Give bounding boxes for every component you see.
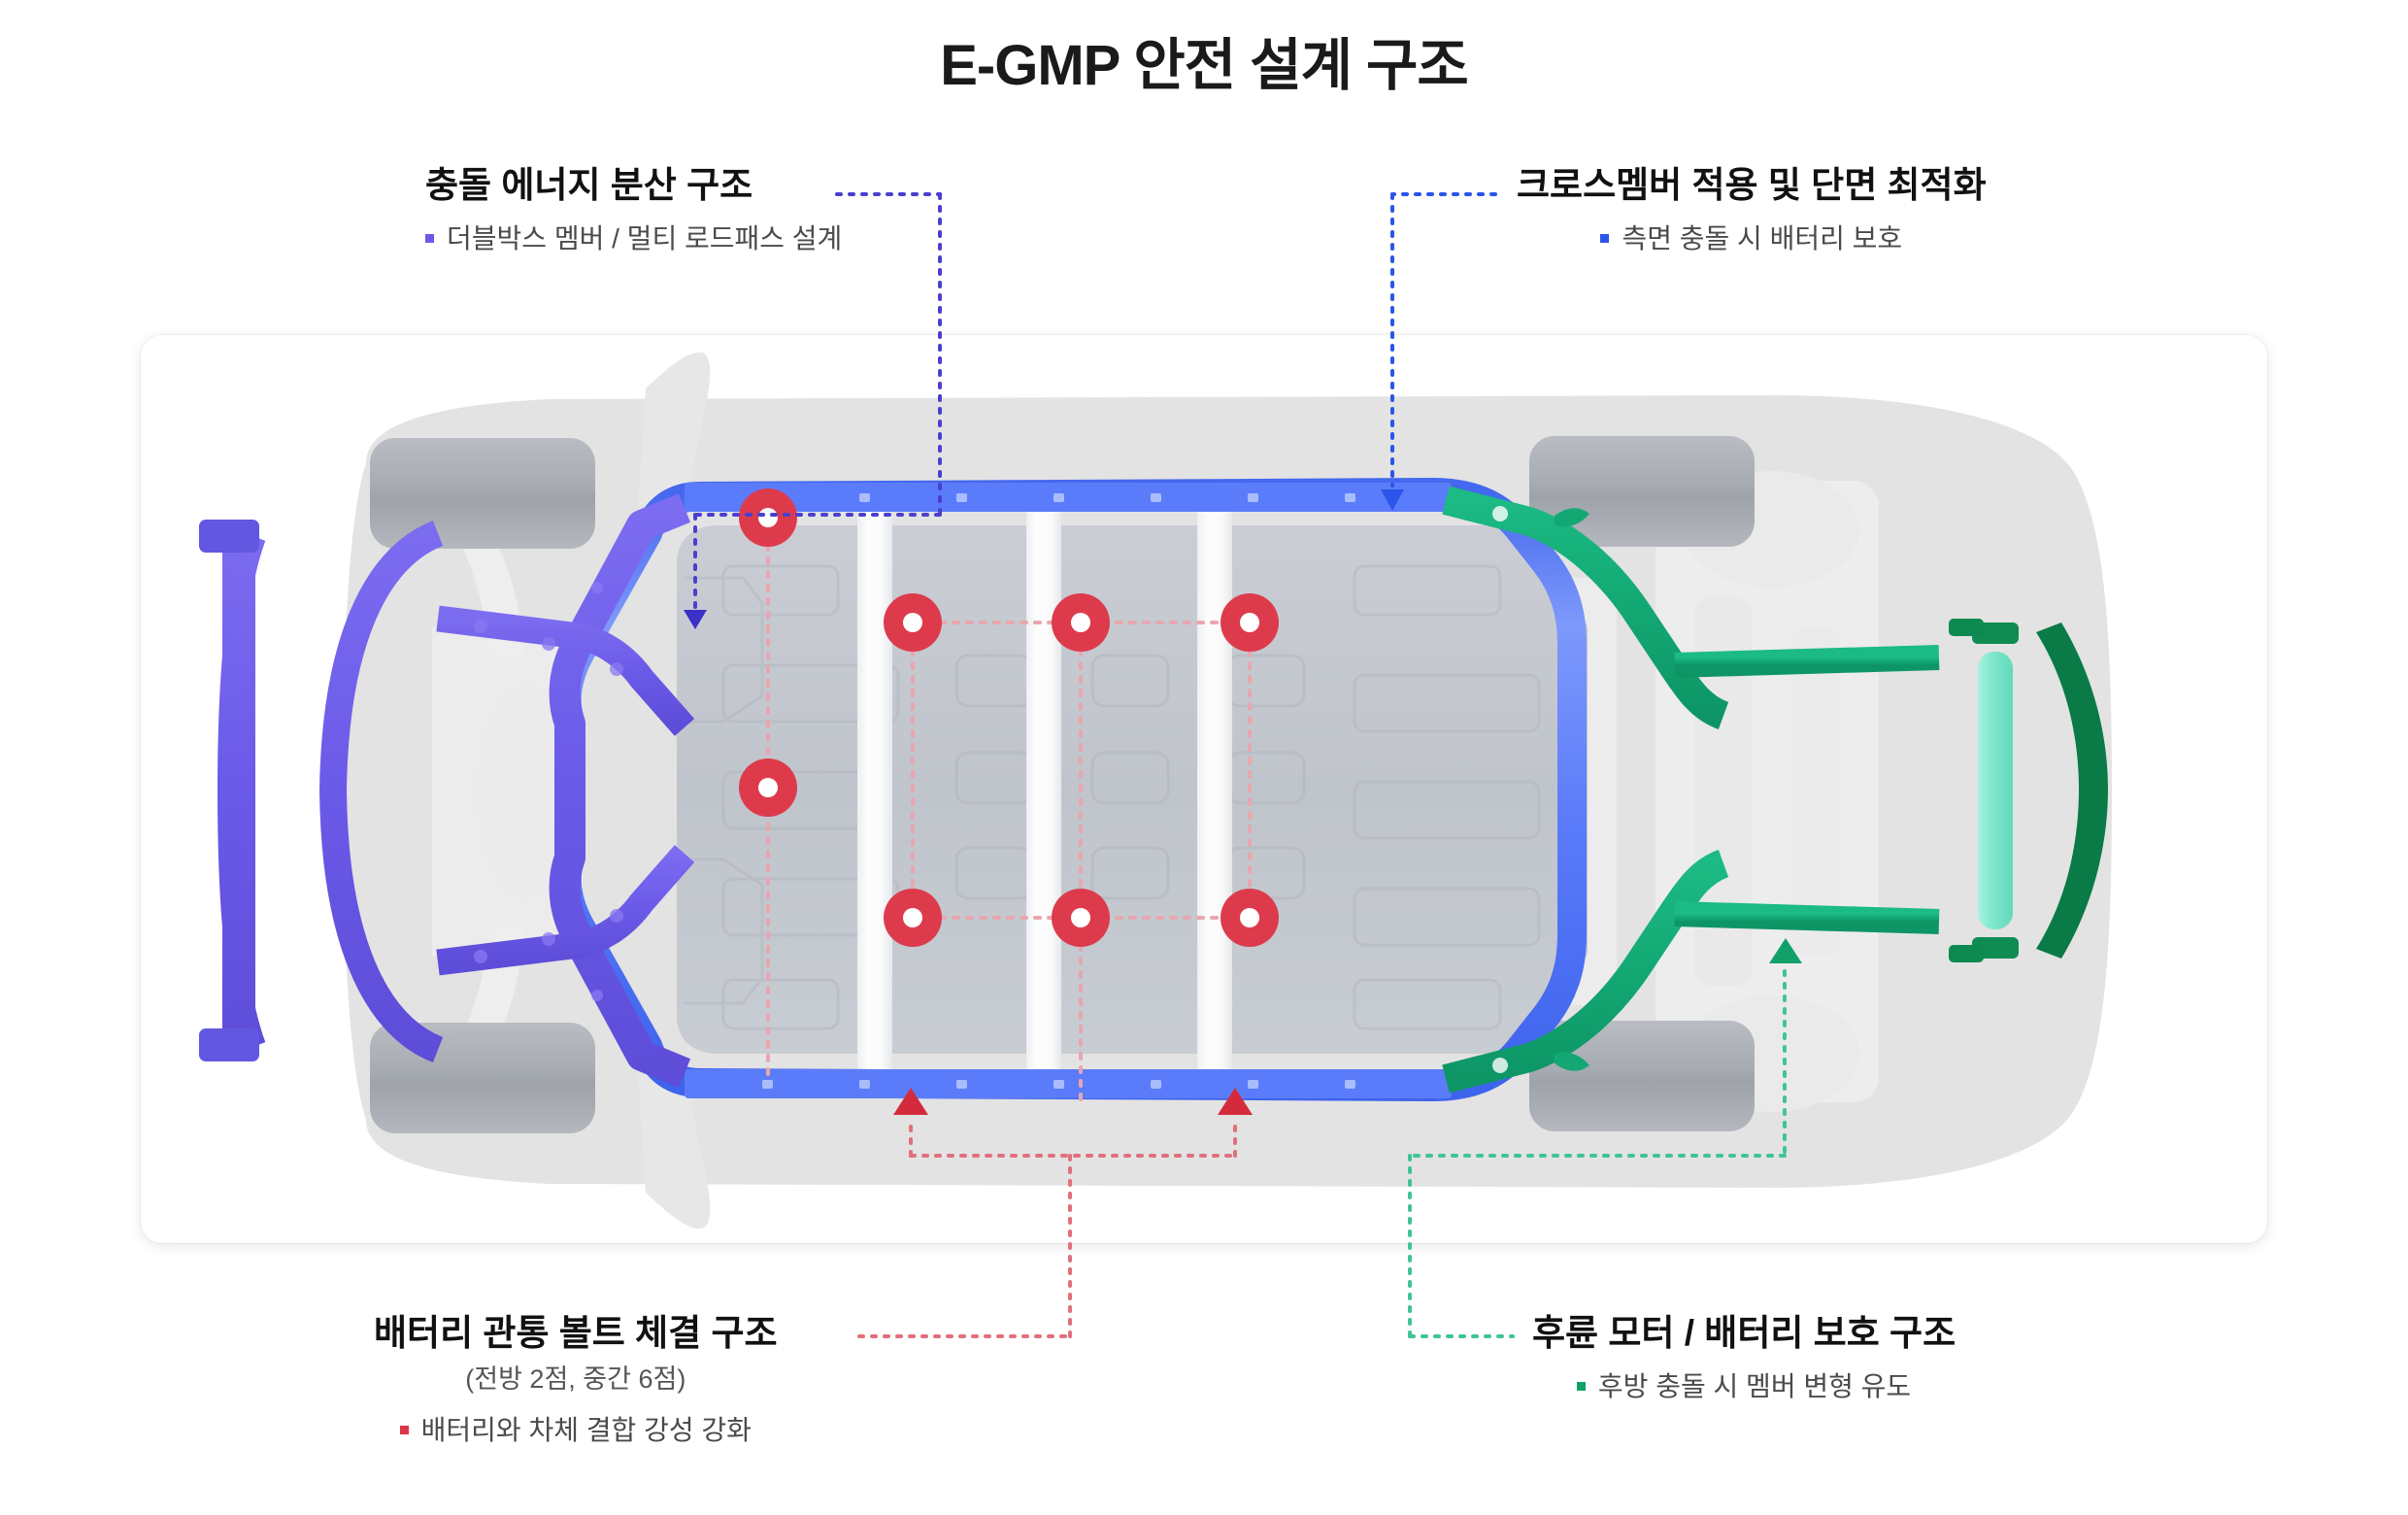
rear-protection-structure	[1442, 486, 2108, 1094]
rail-rivets	[762, 493, 1355, 1089]
bolt-group	[739, 488, 1279, 947]
bullet-square-icon	[1600, 234, 1610, 244]
bullet-square-icon	[399, 1425, 409, 1434]
wheel-front-left	[370, 438, 595, 549]
callout-top-left-title: 충돌 에너지 분산 구조	[425, 165, 753, 205]
wheel-rear-left	[1529, 436, 1755, 547]
callout-top-right: 크로스멤버 적용 및 단면 최적화 측면 충돌 시 배터리 보호	[1517, 163, 1987, 257]
callout-bottom-left: 배터리 관통 볼트 체결 구조 (전방 2점, 중간 6점) 배터리와 차체 결…	[374, 1311, 778, 1449]
bolt-mid-2	[1052, 593, 1110, 652]
wheel-rear-right	[1529, 1021, 1755, 1131]
callout-bottom-right: 후륜 모터 / 배터리 보호 구조 후방 충돌 시 멤버 변형 유도	[1532, 1311, 1956, 1405]
callout-bottom-left-bullet-text: 배터리와 차체 결합 강성 강화	[420, 1414, 752, 1445]
callout-top-right-bullet: 측면 충돌 시 배터리 보호	[1517, 219, 1987, 257]
page-title: E-GMP 안전 설계 구조	[940, 34, 1469, 97]
vehicle-underbody-illustration	[199, 352, 2112, 1229]
battery-pack	[677, 525, 1588, 1054]
crossmember-2	[1026, 502, 1061, 1085]
vehicle-diagram-card	[141, 335, 2267, 1243]
bolt-mid-4	[884, 889, 942, 947]
callout-top-left-bullet-text: 더블박스 멤버 / 멀티 로드패스 설계	[447, 223, 843, 254]
bolt-front-2	[739, 758, 797, 817]
callout-top-left-bullet: 더블박스 멤버 / 멀티 로드패스 설계	[425, 219, 842, 257]
callout-top-left: 충돌 에너지 분산 구조 더블박스 멤버 / 멀티 로드패스 설계	[425, 163, 842, 257]
bolt-mid-6	[1221, 889, 1279, 947]
bolt-mid-5	[1052, 889, 1110, 947]
callout-bottom-right-title: 후륜 모터 / 배터리 보호 구조	[1532, 1313, 1956, 1353]
bolt-mid-1	[884, 593, 942, 652]
rear-crash-absorber	[1978, 652, 2013, 929]
callout-bottom-right-bullet: 후방 충돌 시 멤버 변형 유도	[1532, 1367, 1956, 1405]
bolt-mid-3	[1221, 593, 1279, 652]
callout-bottom-left-subtitle: (전방 2점, 중간 6점)	[465, 1364, 686, 1395]
callout-bottom-right-bullet-text: 후방 충돌 시 멤버 변형 유도	[1597, 1371, 1912, 1402]
callout-top-right-title: 크로스멤버 적용 및 단면 최적화	[1517, 165, 1987, 205]
rear-bumper-beam	[2036, 623, 2108, 959]
bullet-square-icon	[425, 234, 434, 244]
crossmember-group	[857, 502, 1232, 1085]
bullet-square-icon	[1576, 1382, 1586, 1392]
front-crash-structure	[199, 493, 695, 1088]
callout-bottom-left-bullet: 배터리와 차체 결합 강성 강화	[374, 1411, 778, 1449]
bolt-front-1	[739, 488, 797, 547]
crossmember-3	[1197, 502, 1232, 1085]
crossmember-1	[857, 502, 892, 1085]
callout-top-right-bullet-text: 측면 충돌 시 배터리 보호	[1622, 223, 1903, 254]
callout-bottom-left-title: 배터리 관통 볼트 체결 구조	[374, 1313, 778, 1353]
